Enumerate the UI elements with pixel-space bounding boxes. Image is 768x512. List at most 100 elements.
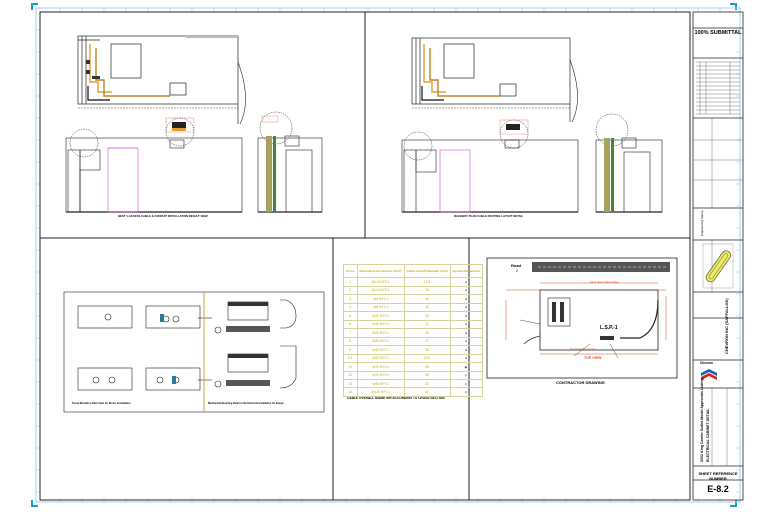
chevron-logo [700, 366, 718, 382]
detail-panel-fills [160, 302, 270, 386]
cell-symbol: ◎ [449, 370, 483, 381]
cell-diameter: 20 [403, 311, 451, 321]
cell-diameter: 13.5 [403, 277, 451, 287]
info-grid [693, 118, 743, 466]
cell-diameter: 42 [403, 378, 451, 389]
cell-symbol: ● [449, 319, 483, 330]
cell-symbol: ● [449, 353, 483, 364]
cell-diameter: 15 [403, 285, 451, 296]
side-elevation-right-cable [604, 138, 614, 212]
cell-nominal: 3x10 NYY-1 [356, 311, 405, 321]
cell-nominal: 4x95 NYY-1 [356, 378, 405, 389]
cell-symbol: ● [449, 294, 483, 304]
cell-cross: 14 [343, 387, 358, 397]
sheet-number: E-8.2 [707, 484, 729, 494]
cell-symbol: ● [449, 302, 483, 313]
logo-wordmark: Chevron [700, 361, 713, 365]
elevation-right [401, 119, 579, 213]
pole-label: L.S.P.-1 [600, 325, 618, 331]
plan-cable-route-left [87, 44, 170, 101]
cell-diameter: 38 [403, 370, 451, 381]
plan-view-right [411, 37, 578, 123]
cell-symbol: ◉ [449, 362, 483, 372]
elevation-left-accent [165, 117, 195, 133]
cell-symbol: ● [449, 285, 483, 296]
back-view-label: back view (back side) [590, 280, 619, 284]
company-name: CHEVRON INC (SAFFALLOS) [724, 298, 729, 354]
cell-cross: 8 [343, 336, 358, 347]
elevation-left [65, 117, 243, 213]
cell-nominal: 3x2.5 NYY-1 [356, 285, 405, 296]
contractor-drawing [486, 257, 678, 379]
cell-nominal: 3x16 NYY-1 [356, 319, 405, 330]
cell-symbol: ◎ [449, 387, 483, 397]
cell-diameter: 18 [403, 302, 451, 313]
cell-nominal: 3x25 NYY-1 [356, 328, 405, 338]
cell-cross: 1 [343, 277, 358, 287]
plan-view-left [77, 35, 246, 125]
elevation-right-accent [499, 119, 529, 135]
caption-contractor: CONTRACTOR DRAWING [556, 380, 605, 385]
cell-nominal: 4x120 NYY-1 [356, 387, 405, 397]
cell-cross: 5 [343, 311, 358, 321]
cell-nominal: 3x4 NYY-1 [356, 294, 405, 304]
cable-diameter-table: Cross Nominal Cross Section (mm²) Cable … [343, 263, 483, 397]
cell-cross: 3 [343, 294, 358, 304]
cell-diameter: 28 [403, 345, 451, 355]
cell-nominal: 3x1.5 NYY-1 [356, 277, 405, 287]
cell-symbol: ● [449, 277, 483, 287]
top-view-label: TOP VIEW [584, 356, 602, 360]
cell-symbol: ● [449, 311, 483, 321]
detail-panel [63, 291, 325, 413]
road-label: Road [511, 263, 521, 268]
project-title: 2002 King Carrier Outlet Model Approvals… [700, 378, 704, 462]
cell-nominal: 4x70 NYY-1 [356, 370, 405, 381]
cell-diameter: 35 [403, 362, 451, 372]
cell-diameter: 22 [403, 319, 451, 330]
caption-cable-table: CABLE OVERALL DIAMETER ACCORDING TO CROS… [347, 396, 445, 400]
seal-caption: Engineering Stamp [700, 210, 704, 236]
plan-cable-route-right [421, 44, 500, 101]
cell-cross: 12 [343, 370, 358, 381]
cell-nominal: 3x70 NYY-1 [356, 362, 405, 372]
caption-top-right: RACEWAY PLAN CABLE ROUTING LAYOUT DETAIL [454, 214, 524, 218]
outer-border [35, 7, 741, 503]
cell-cross: 9.1 [343, 353, 358, 364]
cell-symbol: ● [449, 328, 483, 338]
cell-nominal: 3x6 NYY-1 [356, 302, 405, 313]
cell-diameter: 26 [403, 328, 451, 338]
border-ticks [36, 8, 740, 502]
plan-devices-left [86, 36, 238, 79]
revision-table [696, 61, 740, 115]
sheet-title: ELECTRICAL CABINET DETAIL [706, 408, 710, 462]
cell-cross: 11 [343, 362, 358, 372]
cell-cross: 13 [343, 378, 358, 389]
col-diameter: Cable Overall Diameter (mm) [403, 263, 451, 279]
cell-nominal: 4x35 NYY-1 [356, 345, 405, 355]
cell-symbol: ● [449, 336, 483, 347]
submittal-label: 100% SUBMITTAL [694, 30, 742, 36]
caption-detail-2: Mechanical Mounting Detail of the Electr… [208, 402, 284, 405]
sheet-reference-label: SHEET REFERENCE NUMBER [698, 471, 738, 481]
cell-cross: 4 [343, 302, 358, 313]
cell-symbol: ● [449, 345, 483, 355]
corner-markers [31, 3, 737, 507]
cell-cross: 2 [343, 285, 358, 296]
caption-detail-1: Flood Elevation Plan View for Motor Inst… [72, 402, 131, 405]
cell-diameter: 16 [403, 294, 451, 304]
cell-nominal: 4x50 NYY-1 [356, 353, 405, 364]
cell-diameter: 32.5 [403, 353, 451, 364]
cell-cross: 9 [343, 345, 358, 355]
